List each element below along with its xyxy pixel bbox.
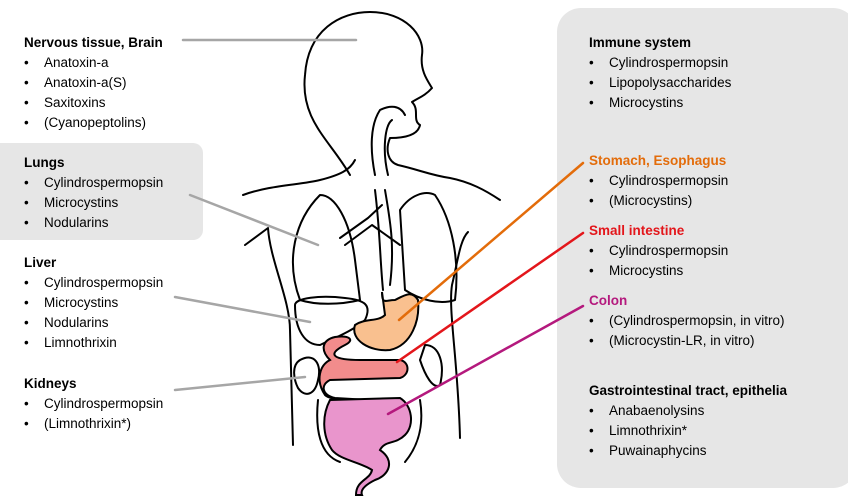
- group-title: Liver: [24, 255, 57, 270]
- toxin-item: Microcystins: [24, 193, 163, 213]
- group-title: Nervous tissue, Brain: [24, 35, 163, 50]
- liver-group: Liver CylindrospermopsinMicrocystinsNodu…: [24, 253, 163, 353]
- group-title: Lungs: [24, 155, 65, 170]
- left-shoulder: [242, 159, 356, 196]
- toxin-item: (Cylindrospermopsin, in vitro): [589, 311, 785, 331]
- toxin-item: Cylindrospermopsin: [24, 394, 163, 414]
- toxin-item: Cylindrospermopsin: [589, 241, 728, 261]
- stomach-group: Stomach, Esophagus Cylindrospermopsin(Mi…: [589, 151, 728, 211]
- group-title: Stomach, Esophagus: [589, 153, 727, 168]
- small-intestine: [318, 335, 409, 404]
- group-title: Immune system: [589, 35, 692, 50]
- lungs-pointer: [188, 193, 320, 247]
- toxin-item: Limnothrixin: [24, 333, 163, 353]
- lungs-group: Lungs CylindrospermopsinMicrocystinsNodu…: [24, 153, 163, 233]
- toxin-item: Anabaenolysins: [589, 401, 787, 421]
- lower-torso-curves: [316, 399, 423, 463]
- toxin-item: (Microcystins): [589, 191, 728, 211]
- nervous-tissue-group: Nervous tissue, Brain Anatoxin-aAnatoxin…: [24, 33, 163, 133]
- group-title: Small intestine: [589, 223, 685, 238]
- small-intestine-pointer: [395, 231, 585, 364]
- head-outline: [303, 11, 501, 201]
- small-intestine-group: Small intestine CylindrospermopsinMicroc…: [589, 221, 728, 281]
- toxin-item: Microcystins: [589, 261, 728, 281]
- toxin-item: Lipopolysaccharides: [589, 73, 731, 93]
- left-kidney: [293, 356, 320, 395]
- colon-pointer: [386, 304, 585, 416]
- toxin-item: Nodularins: [24, 313, 163, 333]
- toxin-item: (Microcystin-LR, in vitro): [589, 331, 785, 351]
- toxin-item: (Limnothrixin*): [24, 414, 163, 434]
- liver-pointer: [173, 295, 312, 324]
- toxin-item: Microcystins: [589, 93, 731, 113]
- esophagus: [370, 105, 406, 291]
- toxin-item: Microcystins: [24, 293, 163, 313]
- left-lung: [292, 194, 361, 305]
- toxin-item: Cylindrospermopsin: [24, 173, 163, 193]
- group-title: Colon: [589, 293, 628, 308]
- colon: [323, 396, 412, 496]
- right-kidney: [419, 344, 443, 387]
- kidneys-group: Kidneys Cylindrospermopsin(Limnothrixin*…: [24, 374, 163, 434]
- kidneys-pointer: [173, 375, 307, 392]
- toxin-item: (Cyanopeptolins): [24, 113, 163, 133]
- trachea-branches: [339, 204, 401, 246]
- right-lung: [399, 192, 458, 303]
- stomach: [353, 291, 420, 352]
- immune-system-group: Immune system CylindrospermopsinLipopoly…: [589, 33, 731, 113]
- toxin-item: Cylindrospermopsin: [589, 171, 728, 191]
- toxin-item: Cylindrospermopsin: [589, 53, 731, 73]
- toxin-item: Puwainaphycins: [589, 441, 787, 461]
- toxin-item: Nodularins: [24, 213, 163, 233]
- gi-tract-group: Gastrointestinal tract, epithelia Anabae…: [589, 381, 787, 461]
- left-torso: [244, 227, 294, 446]
- liver: [294, 295, 369, 346]
- toxin-item: Cylindrospermopsin: [24, 273, 163, 293]
- stomach-pointer: [397, 161, 585, 322]
- toxin-item: Limnothrixin*: [589, 421, 787, 441]
- toxin-item: Anatoxin-a(S): [24, 73, 163, 93]
- group-title: Kidneys: [24, 376, 77, 391]
- right-torso: [450, 231, 469, 439]
- colon-group: Colon (Cylindrospermopsin, in vitro)(Mic…: [589, 291, 785, 351]
- group-title: Gastrointestinal tract, epithelia: [589, 383, 788, 398]
- toxin-item: Anatoxin-a: [24, 53, 163, 73]
- toxin-item: Saxitoxins: [24, 93, 163, 113]
